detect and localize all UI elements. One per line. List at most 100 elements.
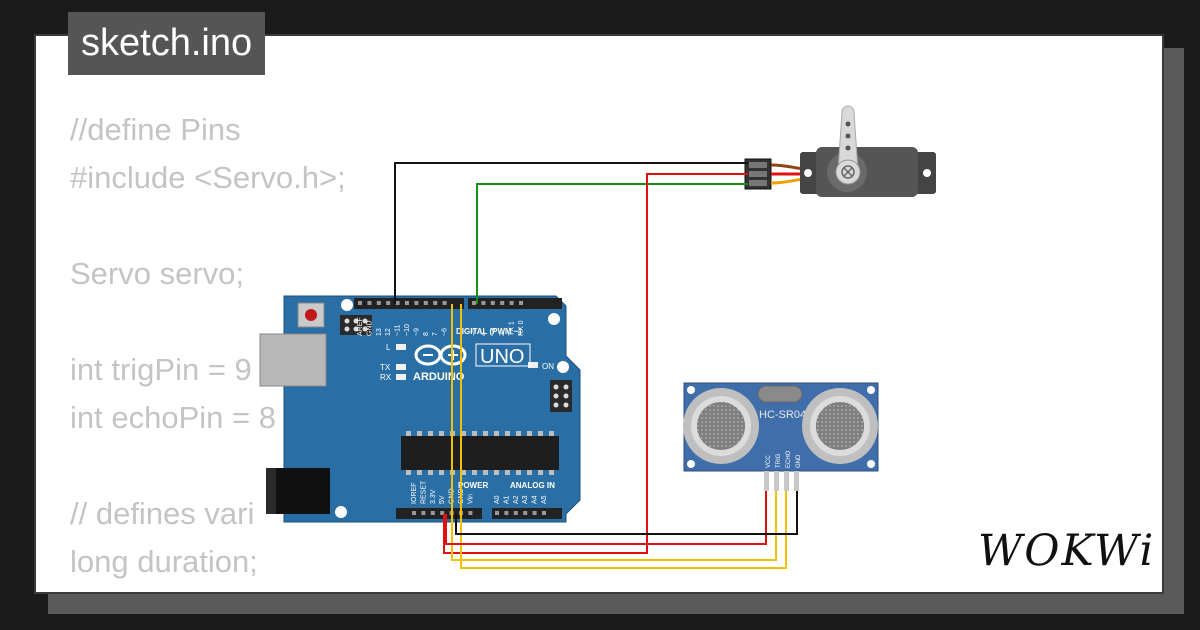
code-line: long duration; <box>70 544 258 579</box>
chip-leg <box>428 431 433 436</box>
header-pin <box>532 511 537 515</box>
wire-servo-gnd <box>394 162 748 304</box>
power-label: POWER <box>458 481 488 490</box>
code-line: #include <Servo.h>; <box>70 160 346 195</box>
mount-hole <box>557 361 569 373</box>
sensor-pin-label: GND <box>796 454 802 468</box>
transducer-left <box>683 388 759 464</box>
chip-leg <box>538 431 543 436</box>
header-pin <box>509 301 514 305</box>
sensor-crystal <box>757 385 803 403</box>
atmega-chip <box>401 436 559 470</box>
wire-echo <box>460 304 787 569</box>
header-pin <box>376 301 381 305</box>
header-pin <box>405 301 409 305</box>
code-line: // defines vari <box>70 496 255 531</box>
code-line: //define Pins <box>70 112 241 147</box>
header-pin <box>490 301 495 305</box>
servo-motor <box>744 105 936 197</box>
top-pin-label: 2 <box>499 332 506 336</box>
chip-leg <box>439 431 444 436</box>
wire-trig <box>451 304 777 561</box>
icsp-header <box>340 315 372 335</box>
bottom-pin-label: A0 <box>494 495 501 504</box>
bottom-pin-label: A3 <box>522 495 529 504</box>
top-pin-label: 7 <box>432 332 439 336</box>
power-header <box>396 508 482 519</box>
code-line: int echoPin = 8 <box>70 400 276 435</box>
header-pin <box>395 301 400 305</box>
top-pin-label: 8 <box>423 332 430 336</box>
header-pin <box>386 301 391 305</box>
chip-leg <box>406 470 411 475</box>
servo-horn[interactable] <box>837 105 859 173</box>
chip-leg <box>439 470 444 475</box>
header-pin <box>500 301 505 305</box>
top-pin-label: 13 <box>376 328 383 336</box>
chip-leg <box>516 431 521 436</box>
bottom-pin-label: IOREF <box>411 483 418 504</box>
top-pin-label: ~9 <box>413 328 420 336</box>
wire-sensor-gnd <box>455 491 798 535</box>
bottom-pin-label: 3.3V <box>430 489 437 504</box>
header-pin <box>481 301 486 305</box>
wire-servo-signal <box>476 183 748 304</box>
top-pin-label: GND <box>366 320 373 336</box>
wokwi-logo: WOKWi <box>978 526 1156 576</box>
top-header-pins <box>358 301 523 305</box>
sketch-filename-tab: sketch.ino <box>68 12 266 75</box>
header-pin <box>433 301 438 305</box>
top-pin-label: 12 <box>385 328 392 336</box>
bottom-pin-label: A5 <box>541 495 548 504</box>
header-pin <box>440 511 445 515</box>
chip-leg <box>505 431 510 436</box>
chip-leg <box>461 431 466 436</box>
analog-label: ANALOG IN <box>510 481 555 490</box>
wire-servo-vcc <box>443 173 748 554</box>
led-rx <box>396 374 406 380</box>
reset-button-cap[interactable] <box>305 309 317 321</box>
sensor-pin-label: VCC <box>766 455 772 468</box>
chip-leg <box>494 431 499 436</box>
uno-label: UNO <box>480 346 524 368</box>
mount-hole <box>335 506 347 518</box>
header-pin <box>423 301 428 305</box>
chip-leg <box>549 431 554 436</box>
mount-hole <box>341 299 353 311</box>
sensor-pin-label: TRIG <box>776 453 782 468</box>
code-preview: //define Pins#include <Servo.h>;Servo se… <box>70 106 346 592</box>
top-pin-label: ~3 <box>490 328 497 336</box>
wire-sensor-vcc <box>445 491 767 545</box>
digital-label: DIGITAL (PWM ~) <box>456 327 522 336</box>
header-pin <box>442 301 447 305</box>
icsp2-header <box>550 380 572 412</box>
header-pin <box>472 301 476 305</box>
top-pin-label: AREF <box>357 317 364 336</box>
chip-leg <box>472 470 477 475</box>
led-tx-label: TX <box>380 363 391 372</box>
header-pin <box>367 301 372 305</box>
sensor-pin-label: ECHO <box>786 450 792 468</box>
header-pin <box>421 511 426 515</box>
chip-leg <box>417 431 422 436</box>
chip-leg <box>505 470 510 475</box>
top-pin-label: RX 0 <box>518 320 525 336</box>
led-tx <box>396 364 406 370</box>
bottom-pin-label: Vin <box>467 494 474 504</box>
chip-leg <box>461 470 466 475</box>
sensor-pin-labels: VCC TRIG ECHO GND <box>766 450 802 468</box>
chip-leg <box>428 470 433 475</box>
top-pin-label: ~11 <box>395 325 402 336</box>
header-pin <box>523 511 528 515</box>
chip-leg <box>472 431 477 436</box>
usb-b-port <box>259 333 327 387</box>
header-pin <box>519 301 523 305</box>
arduino-wordmark: ARDUINO <box>413 371 465 383</box>
digital-header-2 <box>468 298 562 309</box>
top-pin-label: 4 <box>480 332 487 336</box>
wires <box>394 162 798 569</box>
header-pin <box>414 301 419 305</box>
header-pin <box>430 511 435 515</box>
